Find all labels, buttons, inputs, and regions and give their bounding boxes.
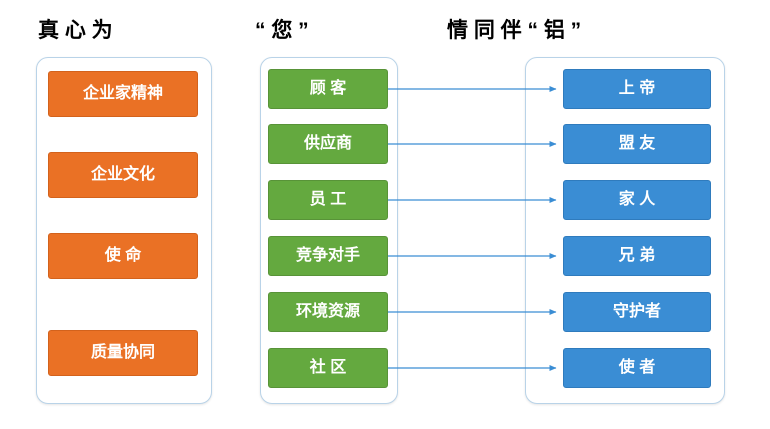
role-box-5[interactable]: 使 者	[563, 348, 711, 388]
role-box-2[interactable]: 家 人	[563, 180, 711, 220]
stakeholder-box-1-label: 供应商	[303, 135, 352, 153]
stakeholder-box-2[interactable]: 员 工	[268, 180, 388, 220]
stakeholder-box-5[interactable]: 社 区	[268, 348, 388, 388]
title-segment-1: 真 心 为	[38, 19, 113, 42]
stakeholder-box-0[interactable]: 顾 客	[268, 69, 388, 109]
role-box-4[interactable]: 守护者	[563, 292, 711, 332]
role-box-1[interactable]: 盟 友	[563, 124, 711, 164]
diagram-title: 真 心 为 “ 您 ” 情 同 伴 “ 铝 ”	[0, 8, 770, 48]
stakeholder-box-3[interactable]: 竞争对手	[268, 236, 388, 276]
values-box-0-label: 企业家精神	[82, 85, 163, 103]
role-box-5-label: 使 者	[618, 359, 656, 377]
stakeholder-box-0-label: 顾 客	[309, 80, 347, 98]
role-box-2-label: 家 人	[618, 191, 656, 209]
stakeholder-box-5-label: 社 区	[309, 359, 347, 377]
role-box-1-label: 盟 友	[618, 135, 656, 153]
role-box-3-label: 兄 弟	[618, 247, 656, 265]
roles-column-frame	[525, 57, 725, 404]
stakeholder-box-2-label: 员 工	[309, 191, 347, 209]
role-box-3[interactable]: 兄 弟	[563, 236, 711, 276]
values-box-3[interactable]: 质量协同	[48, 330, 198, 376]
values-box-1[interactable]: 企业文化	[48, 152, 198, 198]
title-segment-2: “ 您 ”	[255, 19, 309, 42]
title-segment-3: 情 同 伴 “ 铝 ”	[447, 19, 582, 42]
values-box-2[interactable]: 使 命	[48, 233, 198, 279]
stakeholder-box-4-label: 环境资源	[295, 303, 360, 321]
stakeholder-box-4[interactable]: 环境资源	[268, 292, 388, 332]
stakeholder-box-3-label: 竞争对手	[295, 247, 360, 265]
values-box-1-label: 企业文化	[90, 166, 155, 184]
values-box-3-label: 质量协同	[90, 344, 155, 362]
values-box-2-label: 使 命	[104, 247, 142, 265]
role-box-0-label: 上 帝	[618, 80, 656, 98]
role-box-4-label: 守护者	[612, 303, 661, 321]
stakeholders-column-frame	[260, 57, 398, 404]
stakeholder-box-1[interactable]: 供应商	[268, 124, 388, 164]
role-box-0[interactable]: 上 帝	[563, 69, 711, 109]
values-box-0[interactable]: 企业家精神	[48, 71, 198, 117]
